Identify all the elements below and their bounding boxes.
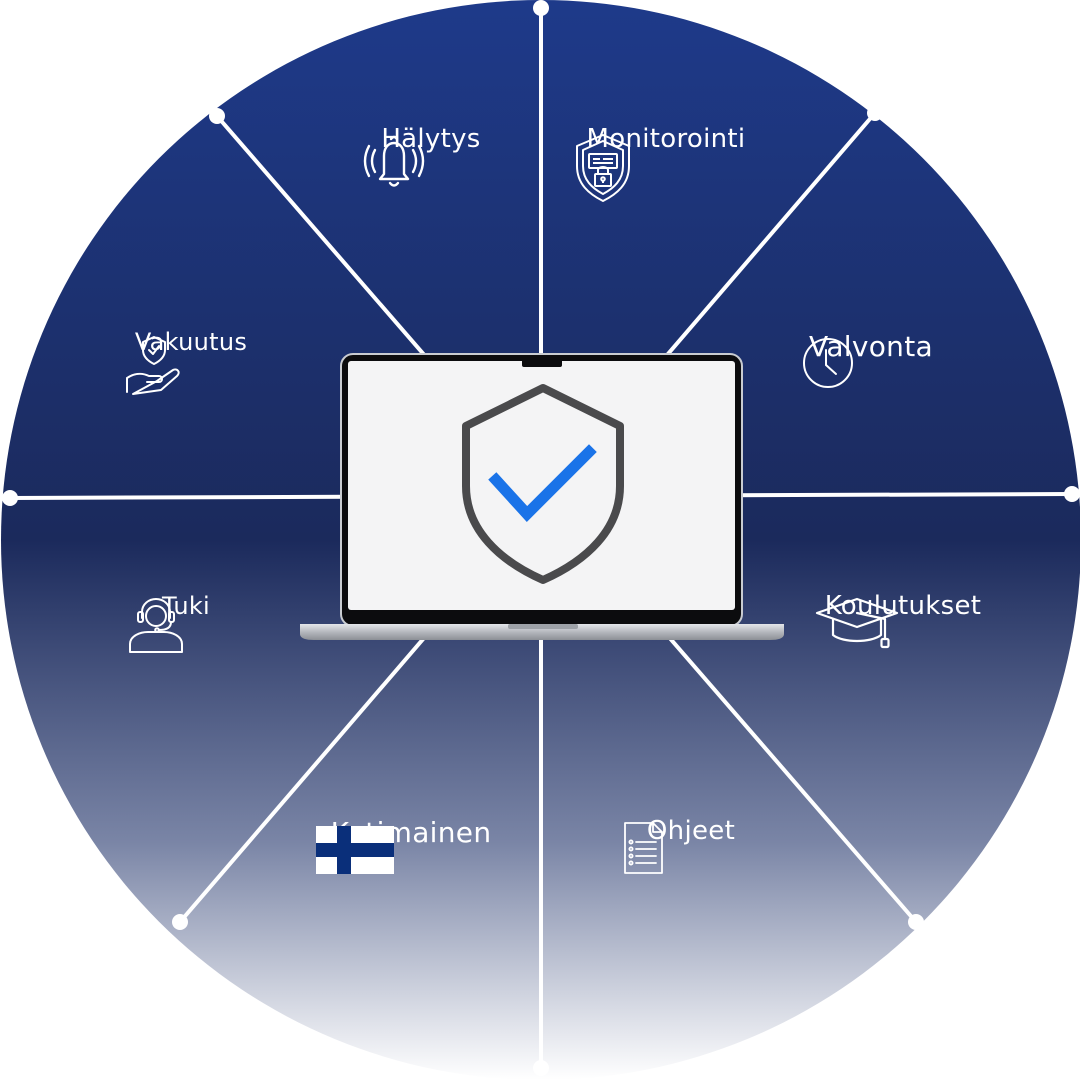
laptop-base [300, 624, 784, 640]
segment-valvonta: Valvonta [801, 330, 941, 388]
clock-icon [803, 338, 853, 388]
laptop-screen [348, 361, 735, 610]
divider-dot [209, 108, 225, 124]
hand-shield-icon [126, 336, 180, 395]
divider-dot [867, 105, 883, 121]
bell-alarm-icon [363, 135, 425, 187]
segment-monitorointi: Monitorointi [571, 124, 761, 202]
divider-dot [533, 0, 549, 16]
graduation-cap-icon [815, 597, 899, 649]
divider-dot [908, 914, 924, 930]
divider-dot [1064, 486, 1080, 502]
segment-label: Valvonta [809, 330, 933, 363]
segment-koulutukset: Koulutukset [813, 591, 993, 649]
divider-dot [533, 1060, 549, 1076]
laptop-hinge-notch [508, 624, 578, 629]
finland-flag-icon [316, 826, 394, 874]
laptop [300, 353, 784, 640]
headset-support-icon [129, 598, 183, 653]
laptop-notch [522, 359, 562, 367]
divider-dot [2, 490, 18, 506]
segment-tuki: Tuki [126, 592, 246, 653]
segment-ohjeet: Ohjeet [621, 816, 761, 874]
shield-lock-monitor-icon [576, 134, 630, 202]
segment-label: Koulutukset [824, 591, 982, 621]
segment-kotimainen: Kotimainen [316, 816, 506, 874]
segment-vakuutus: Vakuutus [121, 328, 261, 395]
divider-dot [172, 914, 188, 930]
segment-label: Vakuutus [134, 328, 248, 356]
document-list-icon [624, 822, 663, 874]
segment-halytys: Hälytys [356, 124, 506, 187]
shield-check-icon [462, 384, 624, 584]
